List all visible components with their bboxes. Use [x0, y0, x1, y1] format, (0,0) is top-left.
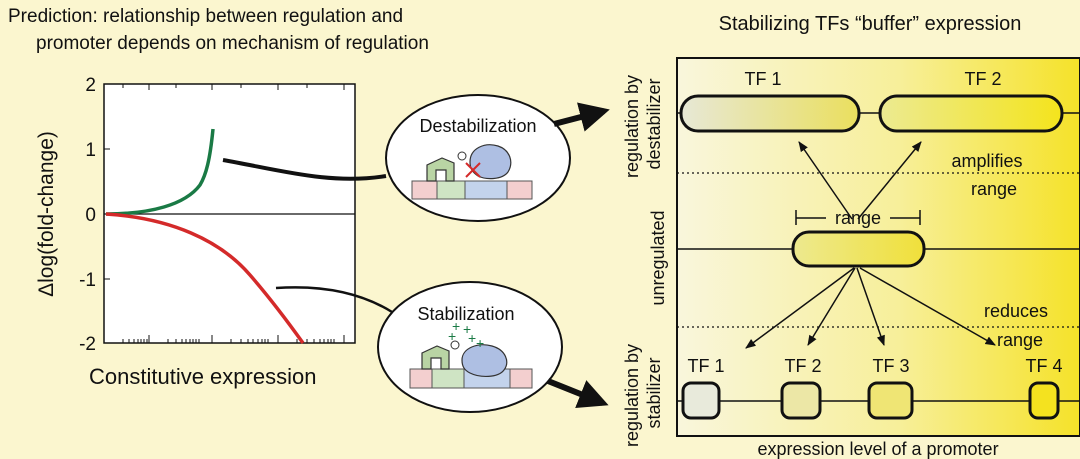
right-x-axis-label: expression level of a promoter — [757, 439, 998, 459]
plus-sign: + — [476, 335, 484, 351]
amplifies-label: amplifies — [951, 151, 1022, 171]
y-tick-label: -2 — [79, 334, 96, 355]
tf2-bottom-box — [780, 381, 822, 420]
arrow-up-left — [798, 141, 853, 220]
y-tick-label: 1 — [85, 140, 96, 161]
y-tick-label: 2 — [85, 75, 96, 96]
unregulated-tf-box — [791, 230, 926, 268]
tf1-bottom-label: TF 1 — [687, 356, 724, 376]
dna-strip — [411, 180, 533, 200]
arrow-down-tf4 — [859, 267, 996, 346]
stabilization-inset: Stabilization + + + + + — [377, 281, 563, 413]
arrow-down-tf1 — [745, 267, 855, 349]
left-title-line2: promoter depends on mechanism of regulat… — [36, 33, 429, 54]
destabilization-curve — [105, 128, 215, 216]
plus-sign: + — [463, 321, 471, 337]
tf4-bottom-label: TF 4 — [1025, 356, 1062, 376]
plus-sign: + — [448, 328, 456, 344]
row-label-unregulated: unregulated — [648, 210, 668, 305]
inhibit-cross-icon — [465, 162, 481, 178]
plus-sign: + — [468, 330, 476, 346]
arrow-to-destabilizer-row — [553, 102, 610, 132]
y-tick-label: -1 — [79, 270, 96, 291]
arrow-to-stabilizer-row — [546, 378, 609, 409]
y-axis: 2 1 0 -1 -2 — [79, 75, 110, 355]
destabilization-inset: Destabilization — [385, 94, 571, 222]
row-label-line: destabilizer — [644, 78, 664, 169]
row-label-line: regulation by — [622, 75, 642, 178]
plus-signs: + + + + + — [448, 318, 484, 351]
y-axis-label: Δlog(fold-change) — [35, 131, 58, 297]
row-label-line: regulation by — [622, 344, 642, 447]
destabilization-connector — [222, 158, 387, 181]
tf2-top-box — [878, 94, 1064, 133]
tf-protein-icon — [421, 345, 450, 370]
tf1-top-box — [679, 94, 861, 133]
reduces-label-range: range — [997, 330, 1043, 350]
plus-sign: + — [452, 318, 460, 334]
arrow-down-tf3 — [856, 267, 885, 346]
tf3-bottom-box — [867, 381, 914, 420]
reduces-label: reduces — [984, 301, 1048, 321]
row-label-stabilizer: regulation by stabilizer — [622, 339, 664, 447]
interaction-dot — [450, 340, 460, 350]
tf4-bottom-box — [1028, 381, 1060, 420]
range-label: range — [835, 208, 881, 228]
amplifies-label-range: range — [971, 179, 1017, 199]
tf1-bottom-box — [681, 381, 721, 420]
y-tick-label: 0 — [85, 205, 96, 226]
tf1-top-label: TF 1 — [744, 69, 781, 89]
destabilization-label: Destabilization — [419, 116, 536, 136]
tf2-top-label: TF 2 — [964, 69, 1001, 89]
interaction-dot — [457, 151, 467, 161]
x-axis-ticks — [122, 84, 345, 343]
stabilization-connector — [275, 286, 393, 314]
tf3-bottom-label: TF 3 — [872, 356, 909, 376]
x-axis-label: Constitutive expression — [89, 364, 316, 389]
polymerase-icon — [469, 144, 512, 180]
inset-ellipse — [377, 281, 563, 413]
arrow-up-right — [857, 141, 922, 220]
line-chart: 2 1 0 -1 -2 — [79, 75, 393, 355]
stabilization-curve — [105, 212, 305, 345]
row-label-line: stabilizer — [644, 357, 664, 428]
row-label-destabilizer: regulation by destabilizer — [622, 70, 664, 178]
left-title-line1: Prediction: relationship between regulat… — [8, 6, 403, 27]
range-bracket — [795, 210, 921, 225]
right-title: Stabilizing TFs “buffer” expression — [719, 13, 1022, 35]
arrow-down-tf2 — [807, 267, 856, 346]
stabilization-label: Stabilization — [417, 304, 514, 324]
tf2-bottom-label: TF 2 — [784, 356, 821, 376]
polymerase-icon — [461, 344, 508, 377]
tf-protein-icon — [426, 157, 455, 182]
